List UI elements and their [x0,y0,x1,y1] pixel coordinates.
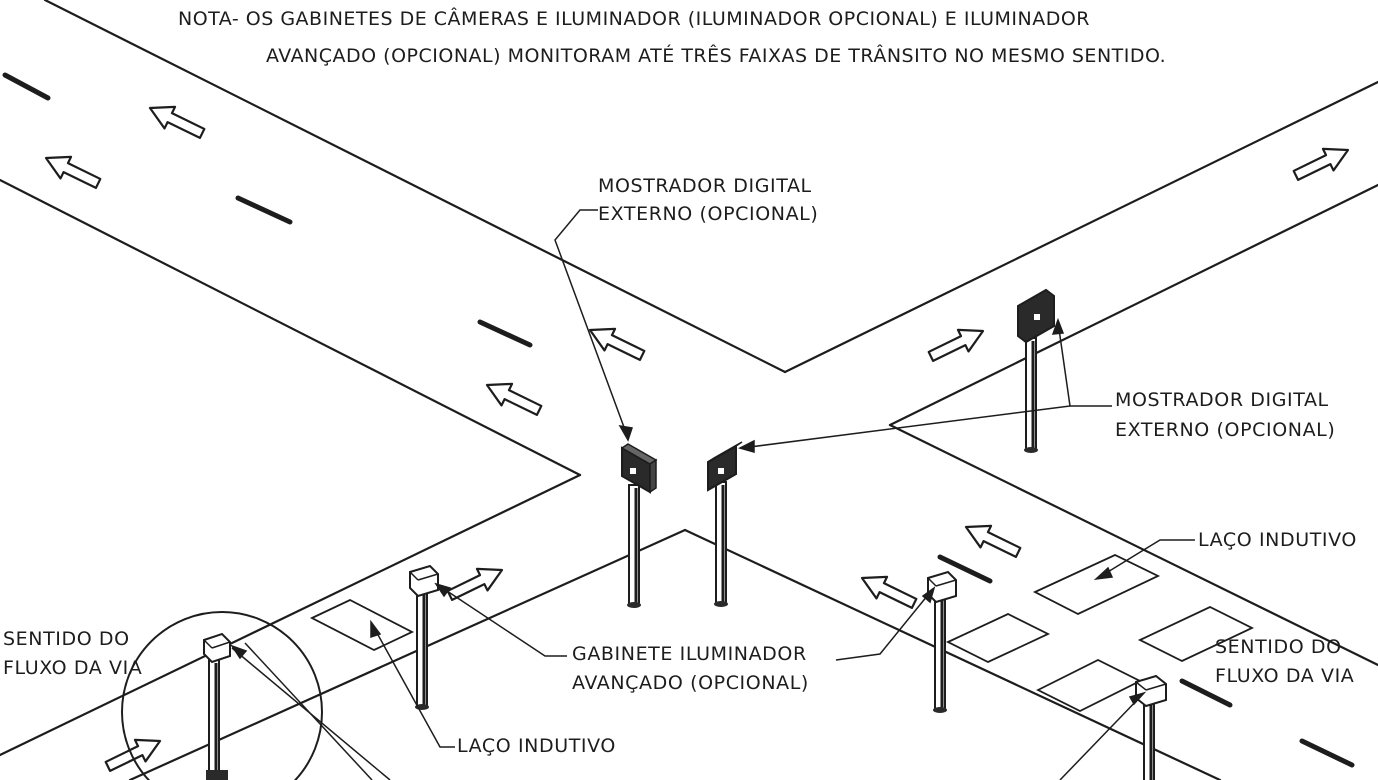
inductive-loops [309,554,1255,713]
flow-left-label-1: SENTIDO DO [3,628,130,650]
lane-dash [1299,738,1355,768]
road-edge-top-right [783,80,1378,374]
display-top-label-2: EXTERNO (OPCIONAL) [598,203,819,225]
road-arrow-left [480,373,546,423]
road-arrow-right [1289,138,1355,188]
display-top-label-1: MOSTRADOR DIGITAL [598,175,812,197]
illuminator-cabinet-center-left [409,564,439,710]
road-edge-bottom-left [128,528,687,780]
road-edge-left-upper [0,178,582,477]
flow-right-label-2: FLUXO DA VIA [1215,665,1355,687]
road-edge-left-lower [0,473,582,757]
leader-illuminator-right [835,589,933,661]
camera-cabinet-bottom-left [203,632,231,780]
inductive-loop [1035,658,1143,713]
road-arrow-left [143,96,209,146]
inductive-loop [1137,605,1255,663]
illuminator-label-2: AVANÇADO (OPCIONAL) [572,672,809,694]
leader-camera-right [1059,694,1143,780]
leader-loop-right [1097,539,1195,579]
inductive-loop [945,613,1051,663]
illuminator-cabinet-bottom-right [1135,674,1167,780]
note-line-2: AVANÇADO (OPCIONAL) MONITORAM ATÉ TRÊS F… [266,45,1167,67]
leader-display-top [554,209,629,439]
road-edge-bottom-right [683,528,1222,780]
leader-camera-left-2 [244,642,373,780]
road-arrow-right [924,319,990,369]
loop-bottom-label: LAÇO INDUTIVO [457,735,616,757]
loop-right-label: LAÇO INDUTIVO [1198,529,1357,551]
illuminator-cabinet-center-right [927,570,957,713]
leader-lines [230,209,1195,780]
display-right-label-2: EXTERNO (OPCIONAL) [1115,419,1336,441]
road-edge-right-lower [888,423,1378,667]
road-arrow-left [39,146,105,196]
flow-left-label-2: FLUXO DA VIA [3,657,143,679]
lane-dash [2,72,51,101]
leader-illuminator-left [437,584,567,657]
display-right-label-1: MOSTRADOR DIGITAL [1115,389,1329,411]
inductive-loop [1032,554,1161,616]
digital-display-right [1017,288,1055,453]
road-arrow-right [443,558,509,608]
flow-right-label-1: SENTIDO DO [1215,636,1342,658]
road-edge-top-left [43,0,787,374]
leader-display-right-2 [741,405,1071,449]
leader-display-right-3 [1057,321,1071,407]
lane-dash [937,554,993,584]
digital-display-center-right [707,441,743,607]
lane-dash [1179,678,1233,708]
detail-circle [121,611,323,780]
road-arrow-right [101,729,167,779]
road-arrow-left [583,318,649,368]
lane-dashes [2,72,1355,768]
leader-loop-bottom [371,623,455,748]
road-arrow-left [959,515,1025,565]
illuminator-label-1: GABINETE ILUMINADOR [572,643,807,665]
lane-dash [477,319,533,348]
road-edge-right-upper [888,183,1378,427]
inductive-loop [309,598,415,652]
digital-display-center-left [620,443,658,608]
note-line-1: NOTA- OS GABINETES DE CÂMERAS E ILUMINAD… [178,8,1090,30]
road-arrow-left [855,566,921,616]
lane-dash [235,195,293,225]
